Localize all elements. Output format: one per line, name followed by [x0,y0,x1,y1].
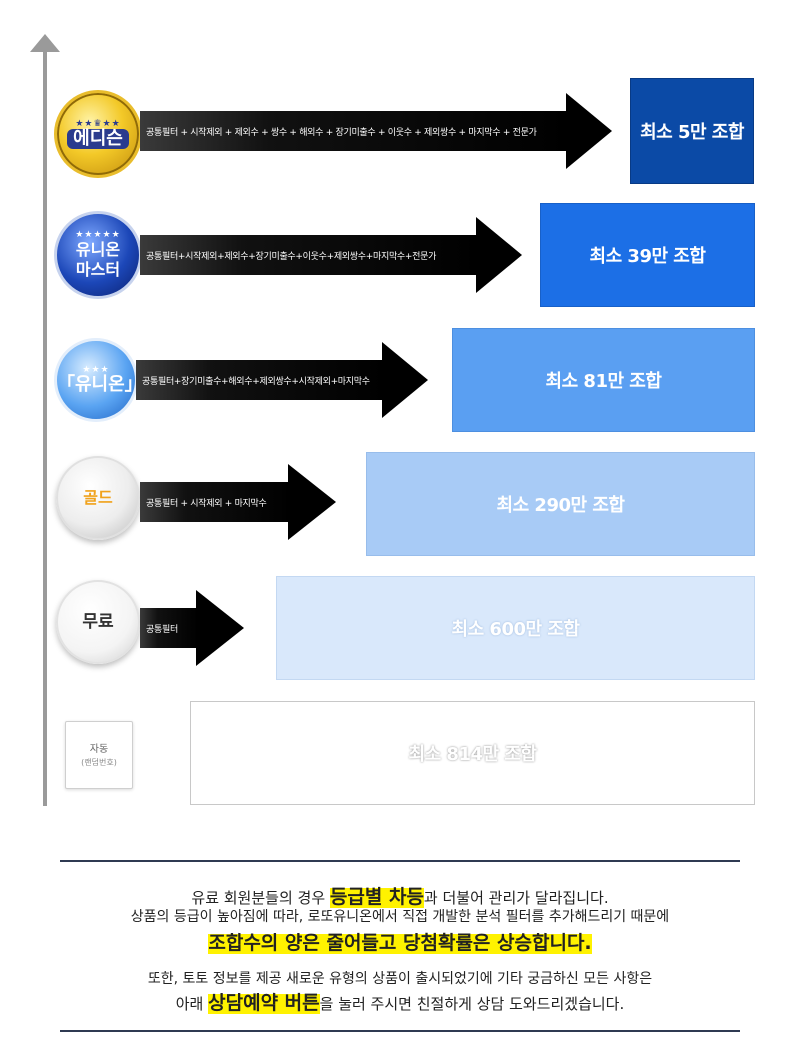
footer-line-5: 아래 상담예약 버튼을 눌러 주시면 친절하게 상담 도와드리겠습니다. [0,988,800,1015]
result-label: 최소 600만 조합 [451,619,580,640]
result-label: 최소 5만 조합 [640,122,744,143]
footer-text: 유료 회원분들의 경우 [191,889,330,907]
feature-arrow: 공통필터 [140,590,246,666]
edison-badge: ★★♛★★ 에디슨 [54,90,142,178]
footer-text: 또한, 토토 정보를 제공 새로운 유형의 상품이 출시되었기에 기타 궁금하신… [147,971,653,987]
badge-label: 무료 [82,612,114,632]
axis-up-arrow-icon [30,34,60,52]
footer-text: 상품의 등급이 높아짐에 따라, 로또유니온에서 직접 개발한 분석 필터를 추… [130,909,670,925]
result-box: 최소 814만 조합 [190,701,755,805]
footer-line-2: 상품의 등급이 높아짐에 따라, 로또유니온에서 직접 개발한 분석 필터를 추… [0,906,800,926]
feature-list: 공통필터 [146,624,178,635]
result-box: 최소 39만 조합 [540,203,755,307]
footer-line-1: 유료 회원분들의 경우 등급별 차등과 더불어 관리가 달라집니다. [0,882,800,909]
top-divider [60,860,740,862]
bottom-divider [60,1030,740,1032]
tier-union: ★★★ 「유니온」 공통필터+장기미출수+해외수+제외쌍수+시작제외+마지막수 … [0,328,800,432]
feature-list: 공통필터+장기미출수+해외수+제외쌍수+시작제외+마지막수 [142,376,370,387]
union-master-badge: ★★★★★ 유니온 마스터 [54,211,142,299]
badge-sublabel: (랜덤번호) [81,757,117,767]
footer-text: 을 눌러 주시면 친절하게 상담 도와드리겠습니다. [319,995,625,1013]
gold-badge: 골드 [56,456,140,540]
feature-list: 공통필터 + 시작제외 + 제외수 + 쌍수 + 해외수 + 장기미출수 + 이… [146,127,537,138]
result-label: 최소 39만 조합 [589,246,706,267]
badge-label: 유니온 마스터 [75,240,121,279]
footer-line-3: 조합수의 양은 줄어들고 당첨확률은 상승합니다. [0,928,800,955]
result-label: 최소 290만 조합 [496,495,625,516]
badge-label: 자동 [89,743,109,755]
badge-label: 에디슨 [67,129,129,149]
result-box: 최소 290만 조합 [366,452,755,556]
tier-gold: 골드 공통필터 + 시작제외 + 마지막수 최소 290만 조합 [0,452,800,556]
feature-arrow: 공통필터 + 시작제외 + 제외수 + 쌍수 + 해외수 + 장기미출수 + 이… [140,93,612,169]
feature-arrow: 공통필터+시작제외+제외수+장기미출수+이웃수+제외쌍수+마지막수+전문가 [140,217,522,293]
result-box: 최소 600만 조합 [276,576,755,680]
tier-free: 무료 공통필터 최소 600만 조합 [0,576,800,680]
tier-union-master: ★★★★★ 유니온 마스터 공통필터+시작제외+제외수+장기미출수+이웃수+제외… [0,203,800,307]
footer-text: 과 더불어 관리가 달라집니다. [423,889,609,907]
stars-icon: ★★★ [82,365,110,375]
free-badge: 무료 [56,580,140,664]
result-label: 최소 814만 조합 [408,744,537,765]
feature-arrow: 공통필터+장기미출수+해외수+제외쌍수+시작제외+마지막수 [136,342,428,418]
consultation-button-highlight: 상담예약 버튼 [208,992,320,1014]
footer-text: 아래 [175,995,209,1013]
result-box: 최소 5만 조합 [630,78,754,184]
badge-label: 골드 [83,488,113,507]
footer-line-4: 또한, 토토 정보를 제공 새로운 유형의 상품이 출시되었기에 기타 궁금하신… [0,968,800,988]
result-label: 최소 81만 조합 [545,371,662,392]
stars-icon: ★★★★★ [75,230,121,240]
feature-list: 공통필터+시작제외+제외수+장기미출수+이웃수+제외쌍수+마지막수+전문가 [146,251,437,262]
union-badge: ★★★ 「유니온」 [54,338,143,422]
result-box: 최소 81만 조합 [452,328,755,432]
feature-arrow: 공통필터 + 시작제외 + 마지막수 [140,464,338,540]
grade-difference-highlight: 등급별 차등 [329,886,424,908]
crown-stars-icon: ★★♛★★ [75,119,121,129]
badge-label: 「유니온」 [57,374,143,395]
tier-auto: 자동 (랜덤번호) 최소 814만 조합 [0,701,800,805]
tier-edison: ★★♛★★ 에디슨 공통필터 + 시작제외 + 제외수 + 쌍수 + 해외수 +… [0,78,800,184]
feature-list: 공통필터 + 시작제외 + 마지막수 [146,498,267,509]
vertical-axis-line [43,50,47,806]
auto-badge: 자동 (랜덤번호) [65,721,133,789]
probability-highlight: 조합수의 양은 줄어들고 당첨확률은 상승합니다. [208,932,592,954]
